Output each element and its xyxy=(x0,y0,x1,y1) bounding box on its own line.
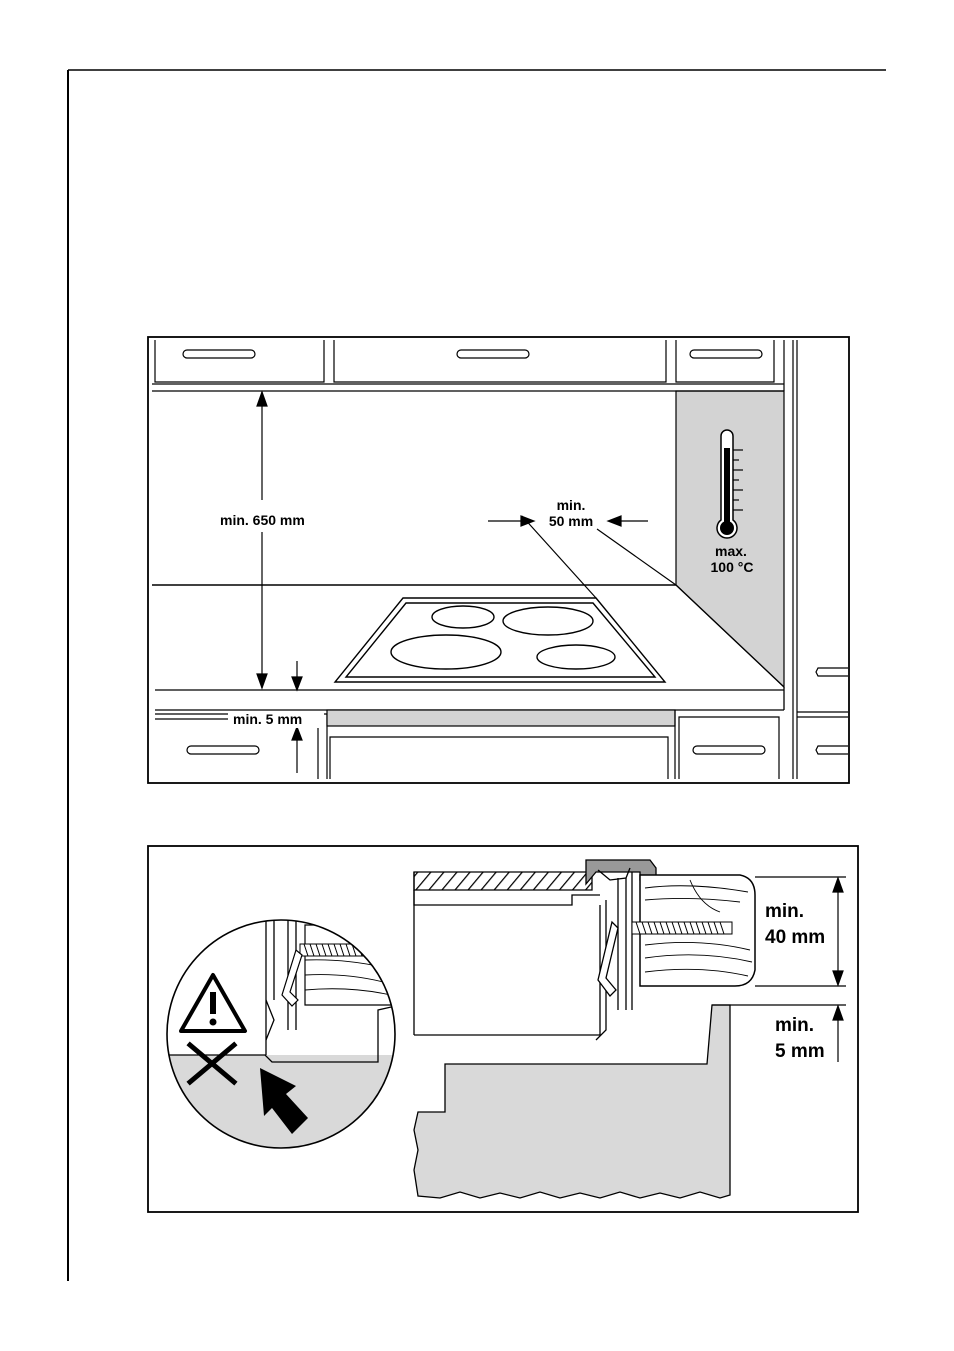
thickness-label-line2: 40 mm xyxy=(765,927,825,948)
screw xyxy=(632,922,732,934)
gap-label-line1: min. xyxy=(775,1015,814,1036)
section-figure: min. 40 mm min. 5 mm xyxy=(148,846,858,1212)
height-label: min. 650 mm xyxy=(220,512,305,528)
gap-label-line2: 5 mm xyxy=(775,1041,825,1062)
temp-label-line1: max. xyxy=(715,543,747,559)
temp-label-line2: 100 °C xyxy=(711,559,754,575)
clearance-figure: min. 650 mm min. 5 mm min. 50 mm xyxy=(148,337,849,783)
oven-strip xyxy=(327,710,675,726)
gap-label: min. 5 mm xyxy=(233,711,302,727)
thickness-label-line1: min. xyxy=(765,901,804,922)
side-distance-label-line1: min. xyxy=(557,497,586,513)
side-distance-label-line2: 50 mm xyxy=(549,513,593,529)
